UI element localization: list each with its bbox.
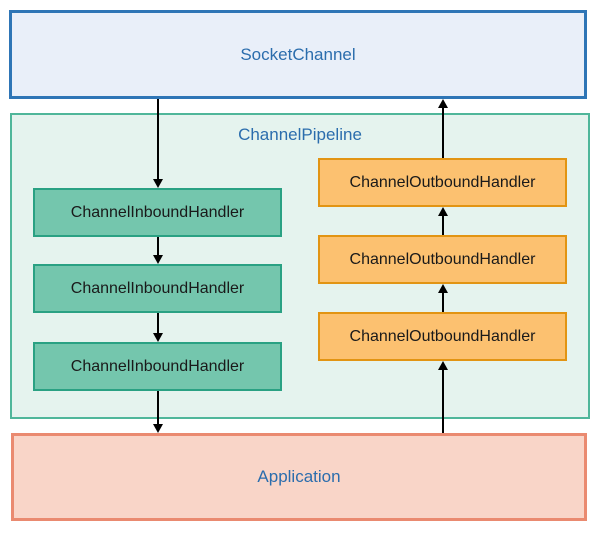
arrow-line <box>442 293 444 312</box>
outbound-handler-label: ChannelOutboundHandler <box>349 250 536 268</box>
down-arrowhead-icon <box>153 179 163 188</box>
down-arrowhead-icon <box>153 255 163 264</box>
up-arrowhead-icon <box>438 207 448 216</box>
arrow-line <box>442 216 444 235</box>
up-arrowhead-icon <box>438 361 448 370</box>
channel-pipeline-label: ChannelPipeline <box>238 125 362 144</box>
inbound-handler-box-1: ChannelInboundHandler <box>33 188 282 237</box>
arrow-line <box>157 237 159 255</box>
outbound-flow-arrow-2 <box>438 284 448 312</box>
arrow-line <box>157 99 159 179</box>
down-arrowhead-icon <box>153 424 163 433</box>
outbound-handler-box-3: ChannelOutboundHandler <box>318 312 567 361</box>
inbound-handler-label: ChannelInboundHandler <box>70 203 245 221</box>
arrow-line <box>157 313 159 333</box>
inbound-handler-label: ChannelInboundHandler <box>70 357 245 375</box>
arrow-line <box>442 370 444 433</box>
socket-channel-box: SocketChannel <box>9 10 587 99</box>
socket-channel-label: SocketChannel <box>240 44 356 64</box>
inbound-flow-arrow-2 <box>153 237 163 264</box>
inbound-handler-label: ChannelInboundHandler <box>70 279 245 297</box>
outbound-handler-box-2: ChannelOutboundHandler <box>318 235 567 284</box>
arrow-line <box>442 108 444 158</box>
inbound-flow-arrow-4 <box>153 391 163 433</box>
outbound-flow-arrow-4 <box>438 99 448 158</box>
application-label: Application <box>257 467 341 486</box>
arrow-line <box>157 391 159 424</box>
down-arrowhead-icon <box>153 333 163 342</box>
inbound-handler-box-3: ChannelInboundHandler <box>33 342 282 391</box>
up-arrowhead-icon <box>438 284 448 293</box>
inbound-flow-arrow-1 <box>153 99 163 188</box>
inbound-handler-box-2: ChannelInboundHandler <box>33 264 282 313</box>
outbound-flow-arrow-1 <box>438 361 448 433</box>
outbound-handler-label: ChannelOutboundHandler <box>349 173 536 191</box>
outbound-handler-label: ChannelOutboundHandler <box>349 327 536 345</box>
application-box: Application <box>11 433 587 521</box>
inbound-flow-arrow-3 <box>153 313 163 342</box>
up-arrowhead-icon <box>438 99 448 108</box>
outbound-flow-arrow-3 <box>438 207 448 235</box>
outbound-handler-box-1: ChannelOutboundHandler <box>318 158 567 207</box>
